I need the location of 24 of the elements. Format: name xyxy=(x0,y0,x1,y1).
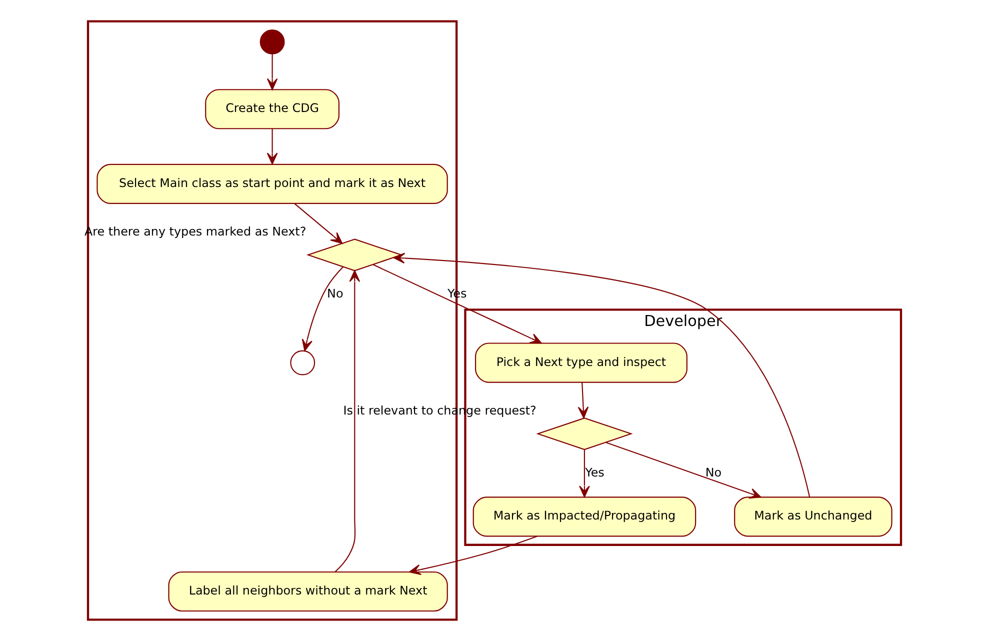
arrow xyxy=(605,442,761,499)
arrow xyxy=(334,270,360,572)
edge-label: No xyxy=(326,286,343,301)
edge-label: No xyxy=(704,465,722,480)
arrow xyxy=(294,203,342,244)
node-box: Mark as Unchanged xyxy=(734,496,892,537)
arrow xyxy=(408,536,537,576)
node-diamond xyxy=(306,238,402,272)
arrow xyxy=(266,54,278,90)
arrow xyxy=(577,382,588,418)
arrow xyxy=(301,266,343,352)
arrow xyxy=(392,252,810,498)
node-circle xyxy=(290,350,315,376)
node-diamond xyxy=(536,417,632,450)
node-box: Create the CDG xyxy=(204,89,339,130)
arrow xyxy=(578,450,590,498)
edge-label: Yes xyxy=(584,465,604,480)
node-box: Label all neighbors without a mark Next xyxy=(168,571,448,612)
node-box: Select Main class as start point and mark it as Next xyxy=(96,164,448,204)
node-circle xyxy=(259,29,284,54)
arrow xyxy=(372,264,542,344)
node-box: Mark as Impacted/Propagating xyxy=(472,496,696,537)
arrow xyxy=(266,128,278,164)
node-box: Pick a Next type and inspect xyxy=(474,342,687,383)
